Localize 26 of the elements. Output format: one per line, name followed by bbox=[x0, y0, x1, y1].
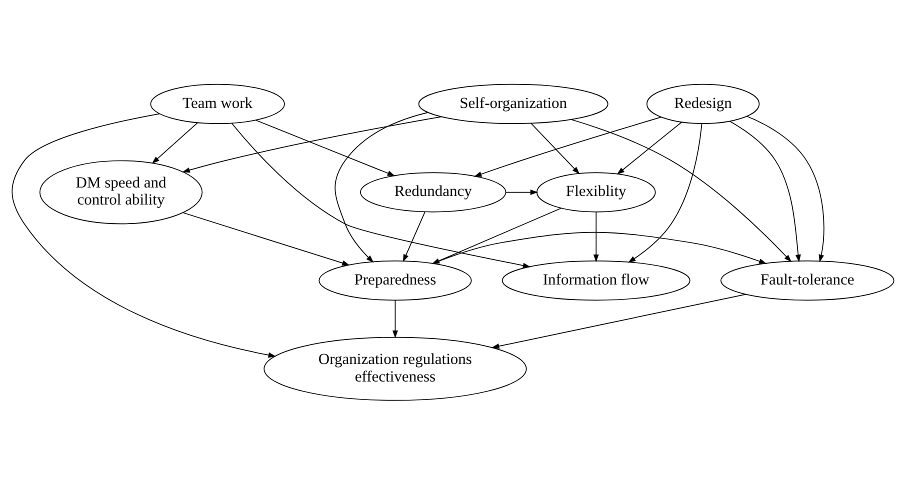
arrow bbox=[491, 293, 746, 348]
node-ellipse: Redesign bbox=[646, 83, 760, 124]
arrow bbox=[334, 112, 429, 262]
arrow bbox=[12, 112, 276, 358]
arrow bbox=[474, 116, 662, 176]
arrow bbox=[729, 120, 801, 262]
arrow bbox=[402, 210, 426, 262]
node-ellipse: Self-organization bbox=[418, 83, 608, 124]
arrow bbox=[231, 122, 531, 268]
node-ellipse: DM speed and control ability bbox=[39, 160, 203, 224]
arrow bbox=[616, 121, 682, 174]
arrow bbox=[570, 118, 792, 262]
arrow bbox=[530, 122, 580, 174]
arrow bbox=[182, 116, 442, 172]
arrow bbox=[182, 212, 350, 266]
arrow bbox=[152, 122, 198, 164]
node-ellipse: Organization regulations effectiveness bbox=[264, 336, 527, 400]
node-ellipse: Fault-tolerance bbox=[720, 260, 894, 300]
node-ellipse: Flexiblity bbox=[536, 172, 656, 212]
arrow bbox=[255, 119, 396, 176]
arrow bbox=[593, 210, 599, 262]
arrow bbox=[628, 122, 702, 262]
arrow bbox=[505, 189, 538, 194]
arrow bbox=[746, 115, 824, 262]
node-ellipse: Team work bbox=[150, 83, 285, 124]
arrow bbox=[392, 299, 398, 338]
